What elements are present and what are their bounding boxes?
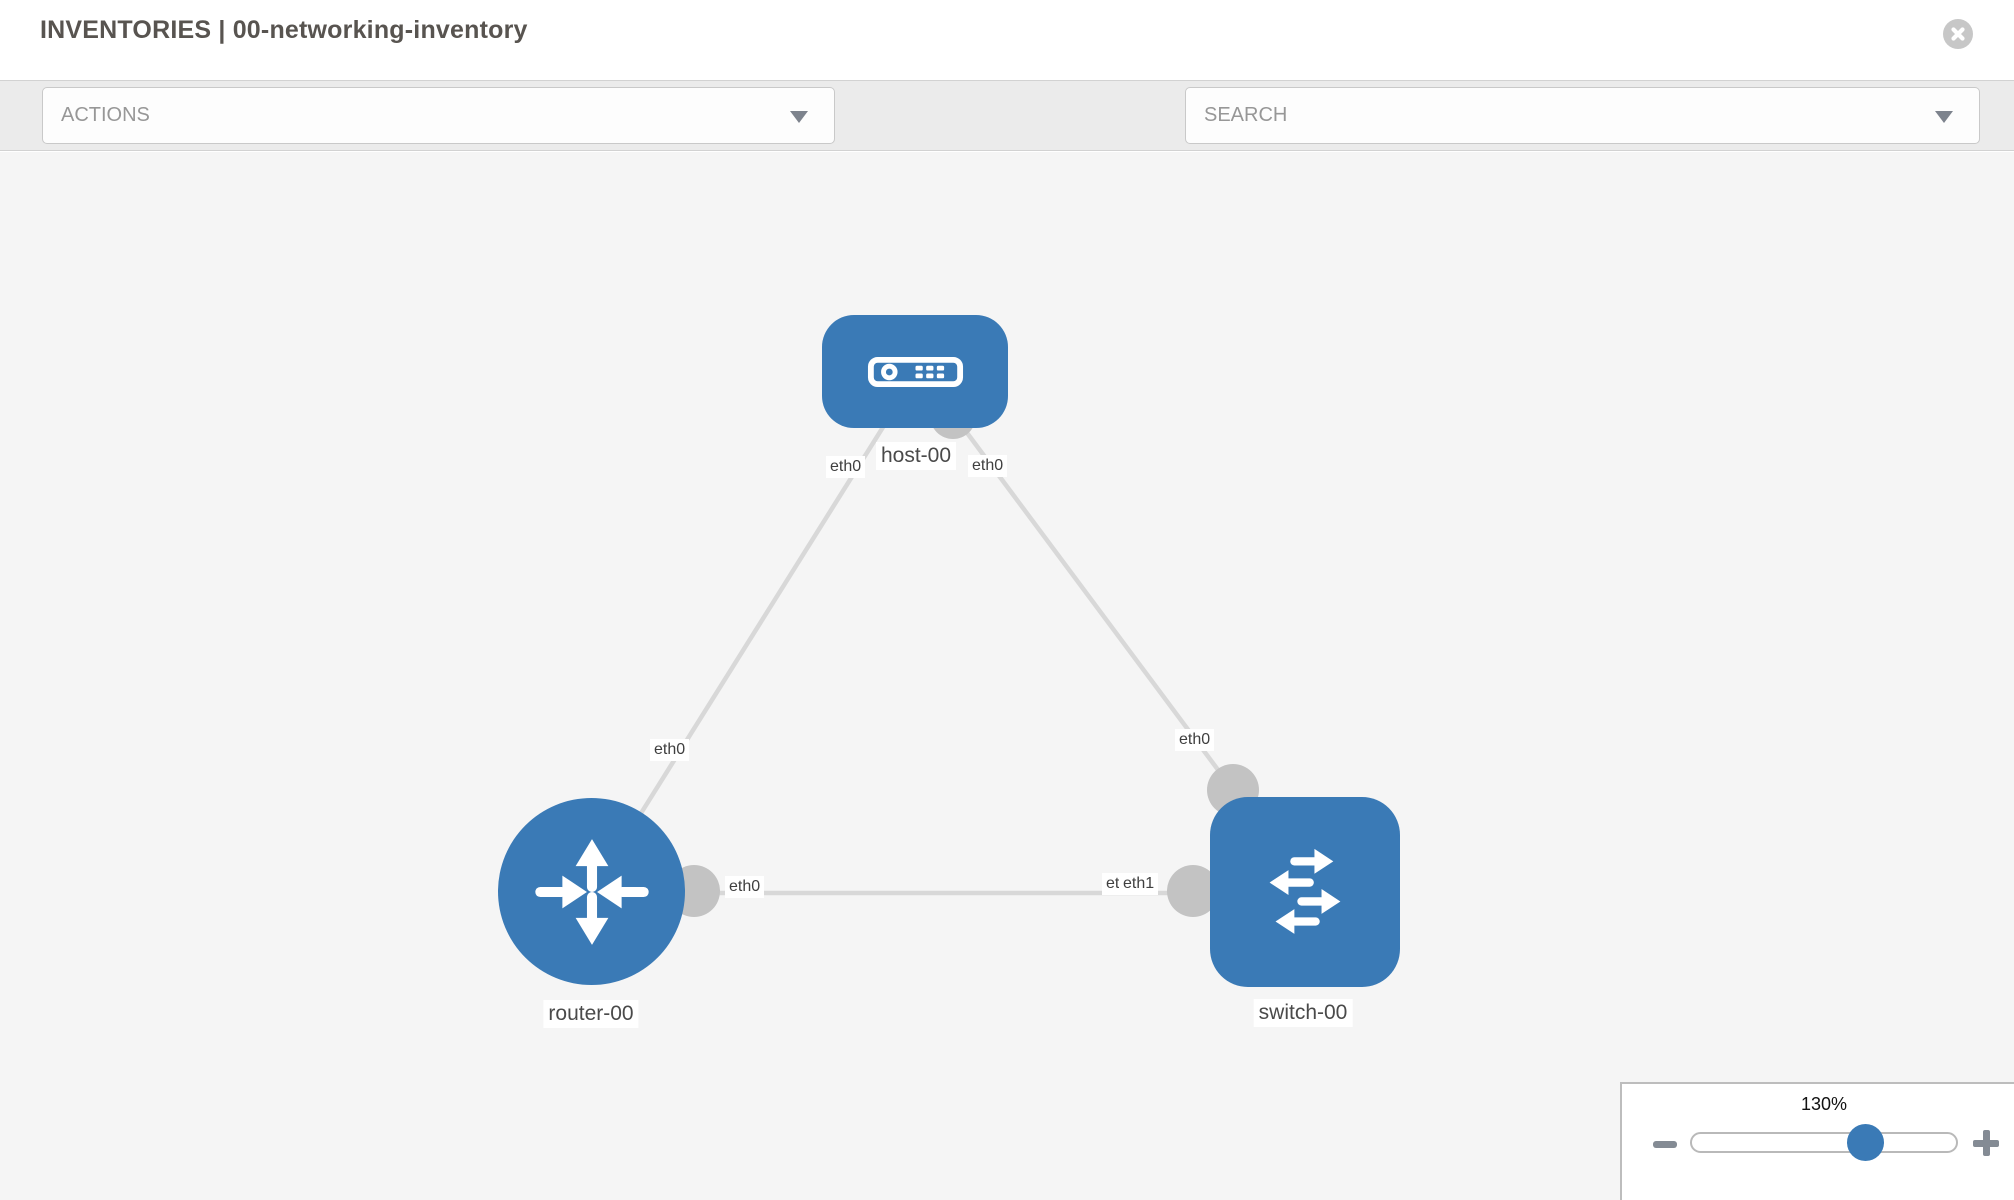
interface-label-switch-to-router-eth1: eth1 — [1119, 873, 1159, 895]
minus-icon — [1653, 1141, 1677, 1148]
host-icon — [867, 356, 963, 387]
search-dropdown[interactable]: SEARCH — [1185, 87, 1980, 144]
router-icon — [534, 838, 649, 945]
node-label-host: host-00 — [875, 442, 957, 470]
interface-label-router-to-host: eth0 — [650, 739, 690, 761]
chevron-down-icon — [790, 111, 808, 123]
zoom-out-button[interactable] — [1651, 1130, 1679, 1158]
node-label-router: router-00 — [543, 1000, 639, 1028]
plus-icon — [1982, 1130, 1990, 1156]
node-label-switch: switch-00 — [1253, 999, 1353, 1027]
zoom-slider-knob[interactable] — [1847, 1124, 1884, 1161]
zoom-slider-track[interactable] — [1690, 1124, 1958, 1161]
page-title: INVENTORIES | 00-networking-inventory — [40, 16, 528, 44]
interface-label-host-to-switch: eth0 — [968, 455, 1008, 477]
node-switch-00[interactable] — [1210, 797, 1400, 987]
node-host-00[interactable] — [822, 315, 1008, 428]
interface-label-router-to-switch: eth0 — [725, 876, 765, 898]
topology-links-layer — [589, 393, 1290, 917]
close-button[interactable] — [1943, 19, 1973, 49]
actions-dropdown[interactable]: ACTIONS — [42, 87, 835, 144]
actions-dropdown-label: ACTIONS — [61, 104, 150, 126]
zoom-level: 130% — [1800, 1094, 1848, 1114]
switch-icon — [1269, 848, 1341, 934]
search-placeholder: SEARCH — [1204, 104, 1288, 126]
node-router-00[interactable] — [498, 798, 685, 985]
close-icon — [1951, 27, 1965, 41]
header-bar: INVENTORIES | 00-networking-inventory — [0, 0, 2014, 80]
chevron-down-icon — [1935, 111, 1953, 123]
interface-dot — [1167, 865, 1219, 917]
toolbar: ACTIONS SEARCH — [0, 80, 2014, 212]
interface-label-switch-to-host: eth0 — [1175, 729, 1215, 751]
zoom-control-panel: 130% — [1620, 1082, 2014, 1200]
zoom-in-button[interactable] — [1972, 1129, 2000, 1157]
topology-canvas[interactable]: host-00 router-00 switch-00 eth0 eth0 et… — [0, 152, 2014, 1200]
interface-label-host-to-router: eth0 — [826, 456, 866, 478]
